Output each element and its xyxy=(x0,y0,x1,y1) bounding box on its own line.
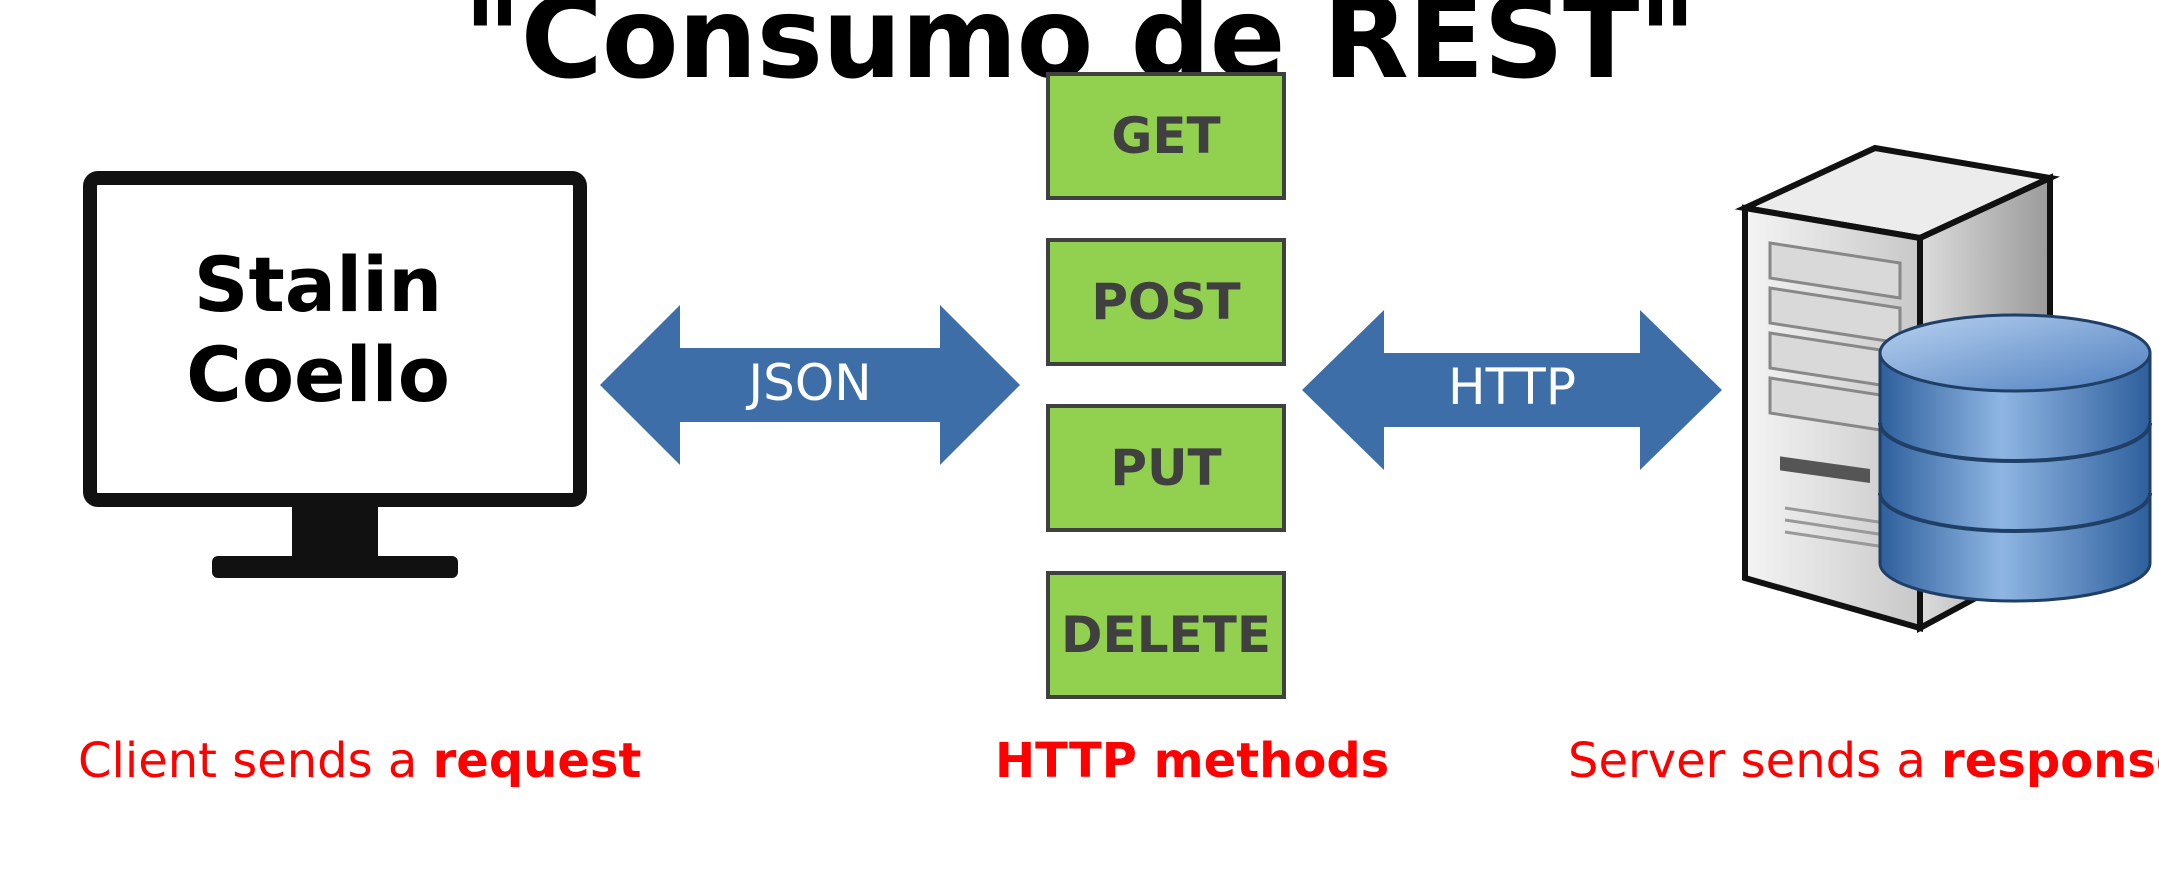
client-caption: Client sends a request xyxy=(78,733,642,789)
server-caption: Server sends a response xyxy=(1568,733,2159,789)
monitor-icon xyxy=(83,171,587,578)
server-database-icon xyxy=(1735,144,2152,634)
method-get: GET xyxy=(1046,72,1286,200)
json-double-arrow xyxy=(600,305,1020,465)
http-double-arrow xyxy=(1302,310,1722,470)
method-put: PUT xyxy=(1046,404,1286,532)
methods-caption: HTTP methods xyxy=(995,733,1390,789)
method-post: POST xyxy=(1046,238,1286,366)
http-label: HTTP xyxy=(1448,358,1576,416)
client-name: Stalin Coello xyxy=(186,240,450,419)
json-label: JSON xyxy=(748,354,872,412)
method-delete: DELETE xyxy=(1046,571,1286,699)
